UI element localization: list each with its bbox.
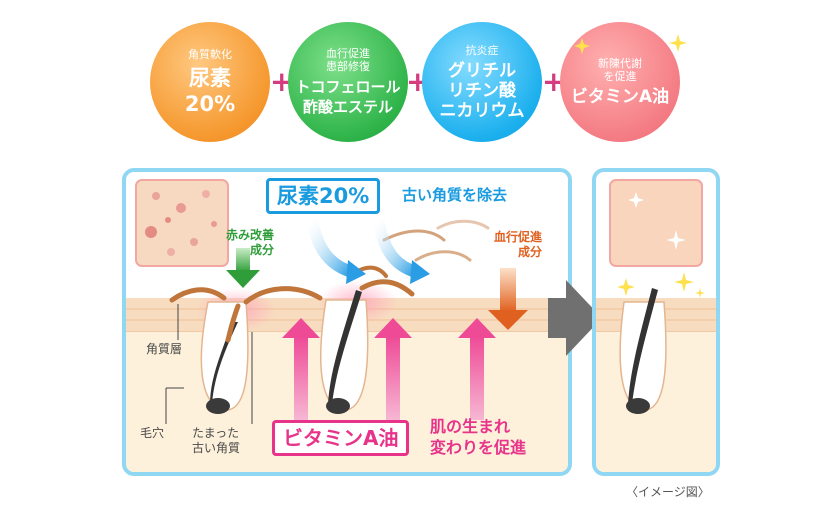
ingredient-vitamin-a: 新陳代謝 を促進 ビタミンA油 [560,22,680,142]
accumulated-keratin-label: たまった 古い角質 [192,426,240,456]
accumulated-keratin-line1: たまった [192,426,240,440]
ingredient-glycyrrhizinate: 抗炎症 グリチル リチン酸 ニカリウム [422,22,542,142]
vitamin-a-effect-line1: 肌の生まれ [430,417,511,436]
skin-cross-section-after [596,172,716,472]
ingredient-urea: 角質軟化 尿素 20% [150,22,270,142]
stratum-corneum-label: 角質層 [146,342,183,356]
plus-sign-1: + [270,65,294,98]
ingredient-tocopherol-name-1: トコフェロール [295,78,401,96]
ingredient-vitamin-a-effect-1: 新陳代謝 [598,57,642,70]
ingredient-tocopherol: 血行促進 患部修復 トコフェロール 酢酸エステル [288,22,408,142]
redness-label: 赤み改善 成分 [226,228,274,258]
blood-flow-label-line2: 成分 [518,245,543,259]
sparkle-icons-top [574,34,687,54]
vitamin-a-effect-line2: 変わりを促進 [430,438,527,457]
blood-flow-label: 血行促進 成分 [494,230,542,260]
accumulated-keratin-line2: 古い角質 [192,441,241,455]
plus-sign-3: + [542,65,566,98]
ingredient-urea-effect: 角質軟化 [188,47,232,61]
ingredient-glycyrrhizinate-effect: 抗炎症 [465,43,499,57]
vitamin-a-label-box: ビタミンA油 [272,420,410,456]
ingredient-vitamin-a-name: ビタミンA油 [570,87,670,107]
blood-flow-label-line1: 血行促進 [494,230,543,244]
pore-label: 毛穴 [140,426,165,440]
ingredient-glycyrrhizinate-name-3: ニカリウム [439,100,525,121]
urea-effect-text: 古い角質を除去 [402,186,508,204]
ingredient-urea-percent: 20% [184,91,236,116]
ingredient-tocopherol-effect-2: 患部修復 [326,60,370,73]
redness-label-line1: 赤み改善 [226,228,275,242]
urea-label-box: 尿素20% [266,178,381,214]
ingredient-glycyrrhizinate-name-1: グリチル [448,60,516,81]
ingredient-tocopherol-effect-1: 血行促進 [326,47,370,60]
skin-cross-section-before [126,172,568,472]
ingredient-glycyrrhizinate-name-2: リチン酸 [448,80,516,101]
ingredient-tocopherol-name-2: 酢酸エステル [302,98,393,116]
ingredient-urea-name: 尿素 [189,65,231,90]
image-caption: 〈イメージ図〉 [626,485,710,499]
vitamin-a-effect-text: 肌の生まれ 変わりを促進 [430,416,526,458]
redness-label-line2: 成分 [250,243,275,257]
after-panel [592,168,720,476]
ingredient-vitamin-a-effect-2: を促進 [603,70,637,83]
